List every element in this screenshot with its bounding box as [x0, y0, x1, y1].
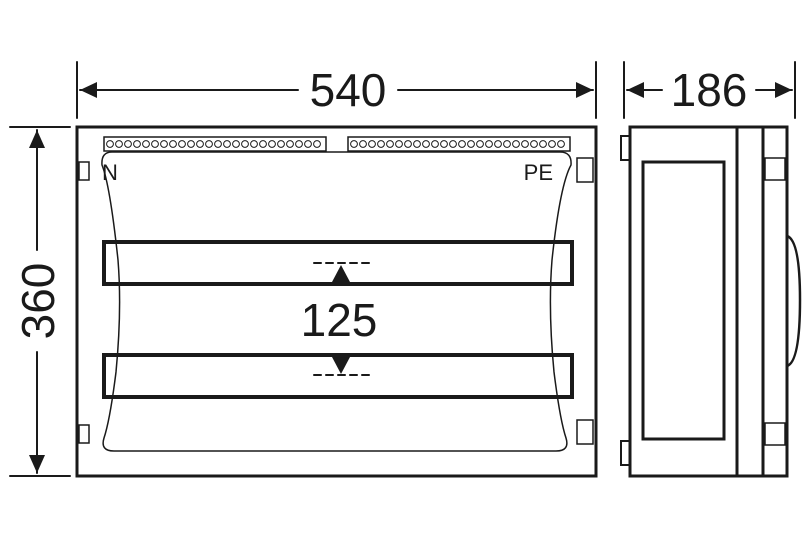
terminal-screw-hole	[151, 140, 159, 148]
terminal-screw-hole	[115, 140, 123, 148]
terminal-screw-hole	[241, 140, 249, 148]
terminal-screw-hole	[404, 140, 412, 148]
terminal-screw-hole	[250, 140, 258, 148]
terminal-screw-hole	[548, 140, 556, 148]
mount-tab-top-right	[576, 157, 594, 183]
terminal-screw-hole	[196, 140, 204, 148]
terminal-screw-hole	[467, 140, 475, 148]
neutral-terminal-label: N	[102, 160, 118, 185]
terminal-screw-hole	[440, 140, 448, 148]
terminal-screw-hole	[205, 140, 213, 148]
terminal-screw-hole	[395, 140, 403, 148]
pe-terminal-label: PE	[524, 160, 553, 185]
terminal-screw-hole	[431, 140, 439, 148]
terminal-screw-hole	[178, 140, 186, 148]
terminal-screw-hole	[512, 140, 520, 148]
terminal-screw-hole	[422, 140, 430, 148]
terminal-screw-hole	[304, 140, 312, 148]
terminal-screw-hole	[313, 140, 321, 148]
terminal-screw-hole	[530, 140, 538, 148]
cover-inner-contour	[101, 151, 572, 452]
width-dimension-line	[76, 61, 597, 119]
mount-tab-top-left	[78, 161, 90, 181]
terminal-screw-hole	[232, 140, 240, 148]
terminal-screw-hole	[377, 140, 385, 148]
terminal-screw-hole	[521, 140, 529, 148]
terminal-block-n	[103, 136, 327, 152]
terminal-screw-hole	[286, 140, 294, 148]
terminal-block-pe	[347, 136, 571, 152]
terminal-screw-hole	[295, 140, 303, 148]
terminal-screw-hole	[169, 140, 177, 148]
terminal-screw-hole	[106, 140, 114, 148]
terminal-screw-hole	[368, 140, 376, 148]
depth-dimension-line	[623, 61, 796, 119]
mount-tab-bottom-right	[576, 419, 594, 445]
mount-tab-bottom-left	[78, 424, 90, 444]
terminal-screw-hole	[214, 140, 222, 148]
terminal-screw-hole	[223, 140, 231, 148]
terminal-screw-hole	[539, 140, 547, 148]
width-dimension-label: 540	[310, 64, 387, 116]
height-dimension-label: 360	[12, 263, 64, 340]
terminal-screw-hole	[476, 140, 484, 148]
height-dimension-line	[9, 126, 71, 477]
enclosure-front-outline	[75, 125, 598, 478]
terminal-screw-hole	[458, 140, 466, 148]
terminal-screw-hole	[124, 140, 132, 148]
din-rail-lower	[102, 353, 574, 399]
terminal-screw-hole	[160, 140, 168, 148]
terminal-screw-hole	[494, 140, 502, 148]
terminal-screw-hole	[359, 140, 367, 148]
rail-spacing-label: 125	[301, 294, 378, 346]
terminal-screw-hole	[268, 140, 276, 148]
terminal-screw-hole	[350, 140, 358, 148]
din-rail-upper	[102, 240, 574, 286]
rail-spacing-marker	[313, 262, 370, 376]
depth-dimension-label: 186	[671, 64, 748, 116]
terminal-screw-hole	[133, 140, 141, 148]
terminal-screw-hole	[485, 140, 493, 148]
terminal-screw-hole	[142, 140, 150, 148]
terminal-screw-hole	[503, 140, 511, 148]
terminal-screw-hole	[386, 140, 394, 148]
terminal-screw-hole	[277, 140, 285, 148]
terminal-screw-hole	[413, 140, 421, 148]
terminal-screw-hole	[187, 140, 195, 148]
terminal-screw-hole	[449, 140, 457, 148]
terminal-screw-hole	[557, 140, 565, 148]
terminal-screw-hole	[259, 140, 267, 148]
enclosure-side-view	[620, 125, 802, 478]
